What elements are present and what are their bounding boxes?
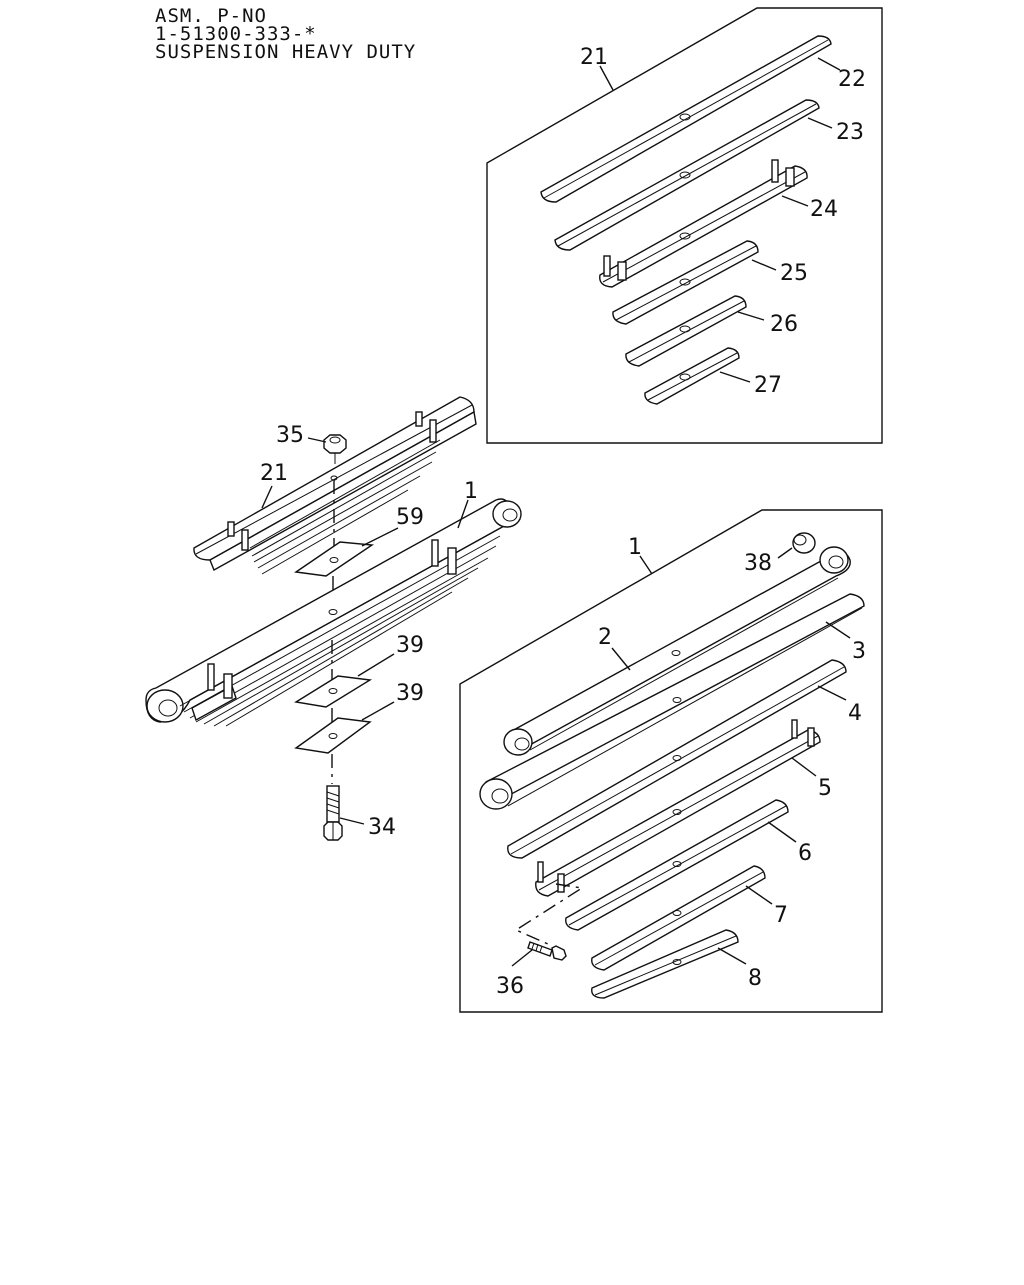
callout-21-top: 21	[580, 45, 608, 70]
leaf-22	[540, 35, 832, 203]
detail-box-1: 1 38 2 3 4 5 6 7 8 36	[459, 509, 883, 1013]
callout-1-box: 1	[628, 535, 642, 560]
shim-39-upper	[294, 675, 373, 708]
callout-34: 34	[368, 815, 396, 840]
callout-27: 27	[754, 373, 782, 398]
main-spring-1	[145, 498, 522, 727]
callout-59: 59	[396, 505, 424, 530]
shim-39-lower	[294, 717, 372, 754]
center-bolt-36	[514, 883, 584, 961]
bolt-34	[323, 785, 343, 841]
leaf-27	[644, 347, 740, 405]
callout-26: 26	[770, 312, 798, 337]
callout-35: 35	[276, 423, 304, 448]
pad-59	[294, 541, 375, 577]
leaf-5	[535, 719, 821, 897]
header-part-number: 1-51300-333-*	[155, 23, 317, 45]
callout-4: 4	[848, 701, 862, 726]
callout-2: 2	[598, 625, 612, 650]
callout-1-asm: 1	[464, 479, 478, 504]
leaf-23	[554, 99, 820, 251]
helper-spring-21	[193, 396, 477, 575]
callout-36: 36	[496, 974, 524, 999]
leaf-3	[479, 593, 865, 810]
header-asm-label: ASM. P-NO	[155, 5, 267, 27]
bushing-38	[792, 532, 816, 554]
callout-6: 6	[798, 841, 812, 866]
leaf-7	[591, 865, 766, 971]
leaf-6	[565, 799, 789, 931]
callout-5: 5	[818, 776, 832, 801]
leaf-4	[507, 659, 847, 859]
callout-23: 23	[836, 120, 864, 145]
detail-box-21: 21 22 23 24 25 26 27	[486, 7, 883, 444]
leaf-25	[612, 240, 759, 325]
callout-21-asm: 21	[260, 461, 288, 486]
header-assembly-name: SUSPENSION HEAVY DUTY	[155, 41, 417, 63]
leaf-24	[599, 159, 808, 288]
callout-39-upper: 39	[396, 633, 424, 658]
callout-8: 8	[748, 966, 762, 991]
callout-3: 3	[852, 639, 866, 664]
callout-38: 38	[744, 551, 772, 576]
callout-22: 22	[838, 67, 866, 92]
callout-24: 24	[810, 197, 838, 222]
leaf-26	[625, 295, 747, 367]
callout-25: 25	[780, 261, 808, 286]
main-assembly: 35 21 59 1 39 39 34	[145, 396, 522, 841]
callout-7: 7	[774, 903, 788, 928]
leaf-2	[503, 546, 851, 756]
leaf-8	[591, 929, 739, 999]
callout-39-lower: 39	[396, 681, 424, 706]
